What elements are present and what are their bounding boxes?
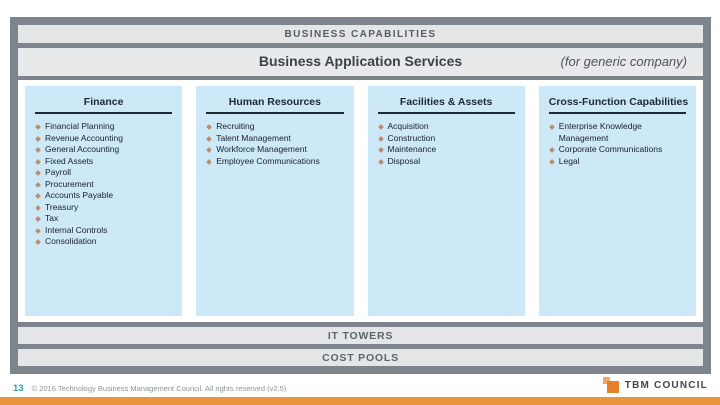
list-item: Internal Controls — [35, 225, 175, 237]
diamond-bullet-icon — [35, 181, 41, 188]
copyright-text: © 2016 Technology Business Management Co… — [31, 384, 287, 393]
cost-pools-label: COST POOLS — [322, 351, 399, 364]
bottom-accent-bar — [0, 397, 720, 405]
column-facilities-assets: Facilities & Assets Acquisition Construc… — [367, 86, 525, 316]
diamond-bullet-icon — [548, 124, 555, 130]
list-item: Procurement — [35, 179, 175, 191]
diamond-bullet-icon — [206, 147, 213, 153]
list-item: Recruiting — [206, 121, 346, 133]
tbm-logo-mark-icon — [602, 377, 620, 394]
diamond-bullet-icon — [206, 158, 213, 165]
logo-square-dark — [606, 381, 619, 393]
diamond-bullet-icon — [35, 158, 41, 165]
list-item: Revenue Accounting — [35, 133, 175, 145]
list-item: Accounts Payable — [35, 190, 175, 202]
human-resources-capability-list: Recruiting Talent Management Workforce M… — [203, 121, 346, 167]
list-item: General Accounting — [35, 144, 175, 156]
tbm-council-logo: TBM COUNCIL — [602, 377, 708, 394]
column-human-resources: Human Resources Recruiting Talent Manage… — [196, 86, 354, 316]
logo-text: TBM COUNCIL — [624, 380, 708, 391]
diamond-bullet-icon — [377, 135, 384, 142]
list-item: Talent Management — [206, 133, 346, 145]
list-item: Maintenance — [377, 144, 518, 156]
diamond-bullet-icon — [377, 124, 384, 130]
page-number: 13 — [13, 383, 24, 394]
slide-frame: BUSINESS CAPABILITIES Business Applicati… — [10, 17, 711, 374]
diamond-bullet-icon — [35, 124, 41, 130]
diamond-bullet-icon — [377, 147, 384, 153]
list-item: Acquisition — [377, 121, 518, 133]
column-header-human-resources: Human Resources — [206, 91, 344, 114]
diamond-bullet-icon — [35, 170, 41, 176]
cost-pools-bar: COST POOLS — [18, 349, 703, 366]
diamond-bullet-icon — [35, 227, 41, 234]
cross-function-capability-list: Enterprise Knowledge Management Corporat… — [546, 121, 689, 167]
list-item: Financial Planning — [35, 121, 175, 133]
diamond-bullet-icon — [35, 135, 41, 142]
list-item: Employee Communications — [206, 156, 346, 168]
diamond-bullet-icon — [548, 147, 555, 153]
finance-capability-list: Financial Planning Revenue Accounting Ge… — [32, 121, 175, 248]
list-item: Treasury — [35, 202, 175, 214]
diamond-bullet-icon — [377, 158, 384, 165]
diamond-bullet-icon — [35, 147, 41, 153]
list-item: Workforce Management — [206, 144, 346, 156]
diamond-bullet-icon — [206, 135, 213, 142]
diamond-bullet-icon — [35, 193, 41, 199]
column-header-cross-function: Cross-Function Capabilities — [548, 91, 688, 114]
diamond-bullet-icon — [35, 204, 41, 211]
slide-subtitle: (for generic company) — [560, 54, 687, 69]
diamond-bullet-icon — [35, 216, 41, 222]
list-item: Enterprise Knowledge Management — [548, 121, 689, 144]
capability-columns-area: Finance Financial Planning Revenue Accou… — [18, 80, 703, 322]
slide-footer: 13 © 2016 Technology Business Management… — [13, 383, 286, 394]
list-item: Payroll — [35, 167, 175, 179]
list-item: Corporate Communications — [548, 144, 689, 156]
logo-square-light — [602, 377, 610, 384]
list-item: Tax — [35, 213, 175, 225]
slide-title: Business Application Services — [258, 53, 463, 69]
business-capabilities-bar: BUSINESS CAPABILITIES — [18, 25, 703, 43]
list-item: Disposal — [377, 156, 518, 168]
column-header-finance: Finance — [35, 91, 173, 114]
facilities-assets-capability-list: Acquisition Construction Maintenance Dis… — [375, 121, 518, 167]
slide-header-bar: Business Application Services (for gener… — [18, 48, 703, 76]
column-header-facilities-assets: Facilities & Assets — [377, 91, 515, 114]
business-capabilities-label: BUSINESS CAPABILITIES — [284, 28, 437, 40]
list-item: Fixed Assets — [35, 156, 175, 168]
diamond-bullet-icon — [35, 239, 41, 245]
list-item: Legal — [548, 156, 689, 168]
column-finance: Finance Financial Planning Revenue Accou… — [25, 86, 183, 316]
it-towers-label: IT TOWERS — [327, 329, 394, 342]
list-item: Consolidation — [35, 236, 175, 248]
diamond-bullet-icon — [206, 124, 213, 130]
it-towers-bar: IT TOWERS — [18, 327, 703, 344]
column-cross-function: Cross-Function Capabilities Enterprise K… — [538, 86, 696, 316]
list-item: Construction — [377, 133, 518, 145]
diamond-bullet-icon — [548, 158, 555, 165]
